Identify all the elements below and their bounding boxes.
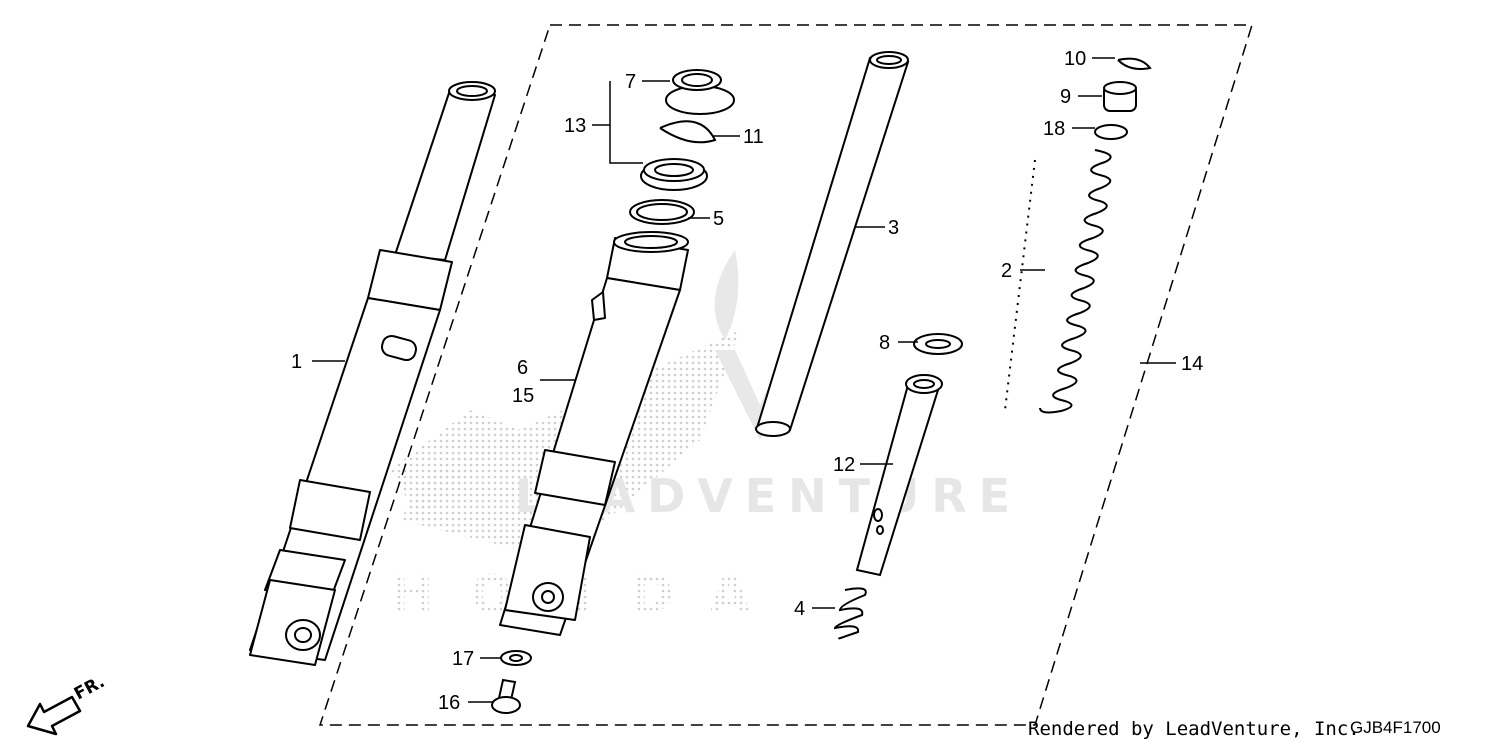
front-direction-indicator: FR. (26, 672, 108, 736)
callout-7: 7 (625, 71, 636, 93)
callout-12: 12 (833, 454, 855, 476)
callout-6: 6 (517, 357, 528, 379)
fork-left-assembly (249, 81, 496, 666)
washer-8 (913, 333, 963, 355)
spring-seat-bolt (1103, 81, 1137, 112)
rebound-spring (833, 587, 867, 640)
fork-pipe (755, 51, 910, 437)
callout-11: 11 (743, 126, 764, 148)
stopper-ring (1117, 57, 1152, 70)
callout-18: 18 (1043, 118, 1065, 140)
callout-5: 5 (713, 208, 724, 230)
callout-10: 10 (1064, 48, 1086, 70)
callout-4: 4 (794, 598, 805, 620)
front-label: FR. (71, 672, 108, 704)
washer-18 (1094, 124, 1128, 140)
o-ring (629, 199, 695, 225)
callout-labels: 1 2 3 4 5 6 7 8 9 10 11 12 13 14 15 16 1… (291, 48, 1203, 714)
callout-8: 8 (879, 332, 890, 354)
socket-bolt (491, 678, 521, 714)
callout-3: 3 (888, 217, 899, 239)
damper-rod (855, 374, 943, 577)
callout-15: 15 (512, 385, 534, 407)
callout-9: 9 (1060, 86, 1071, 108)
callout-1: 1 (291, 351, 302, 373)
callout-16: 16 (438, 692, 460, 714)
oil-seal-cap (665, 69, 735, 115)
assembly-outline (318, 24, 1254, 726)
washer-17 (500, 650, 532, 666)
fork-right-assembly (499, 231, 689, 636)
leader-lines (312, 57, 1176, 703)
rendered-by-credit: Rendered by LeadVenture, Inc. (1028, 718, 1360, 740)
diagram-code: GJB4F1700 (1350, 718, 1441, 737)
callout-17: 17 (452, 648, 474, 670)
callout-13: 13 (564, 115, 586, 137)
callout-14: 14 (1181, 353, 1203, 375)
callout-2: 2 (1001, 260, 1012, 282)
front-arrow-icon (26, 695, 82, 736)
oil-seal (640, 158, 708, 191)
circlip (659, 120, 717, 144)
fork-spring (1004, 149, 1112, 414)
